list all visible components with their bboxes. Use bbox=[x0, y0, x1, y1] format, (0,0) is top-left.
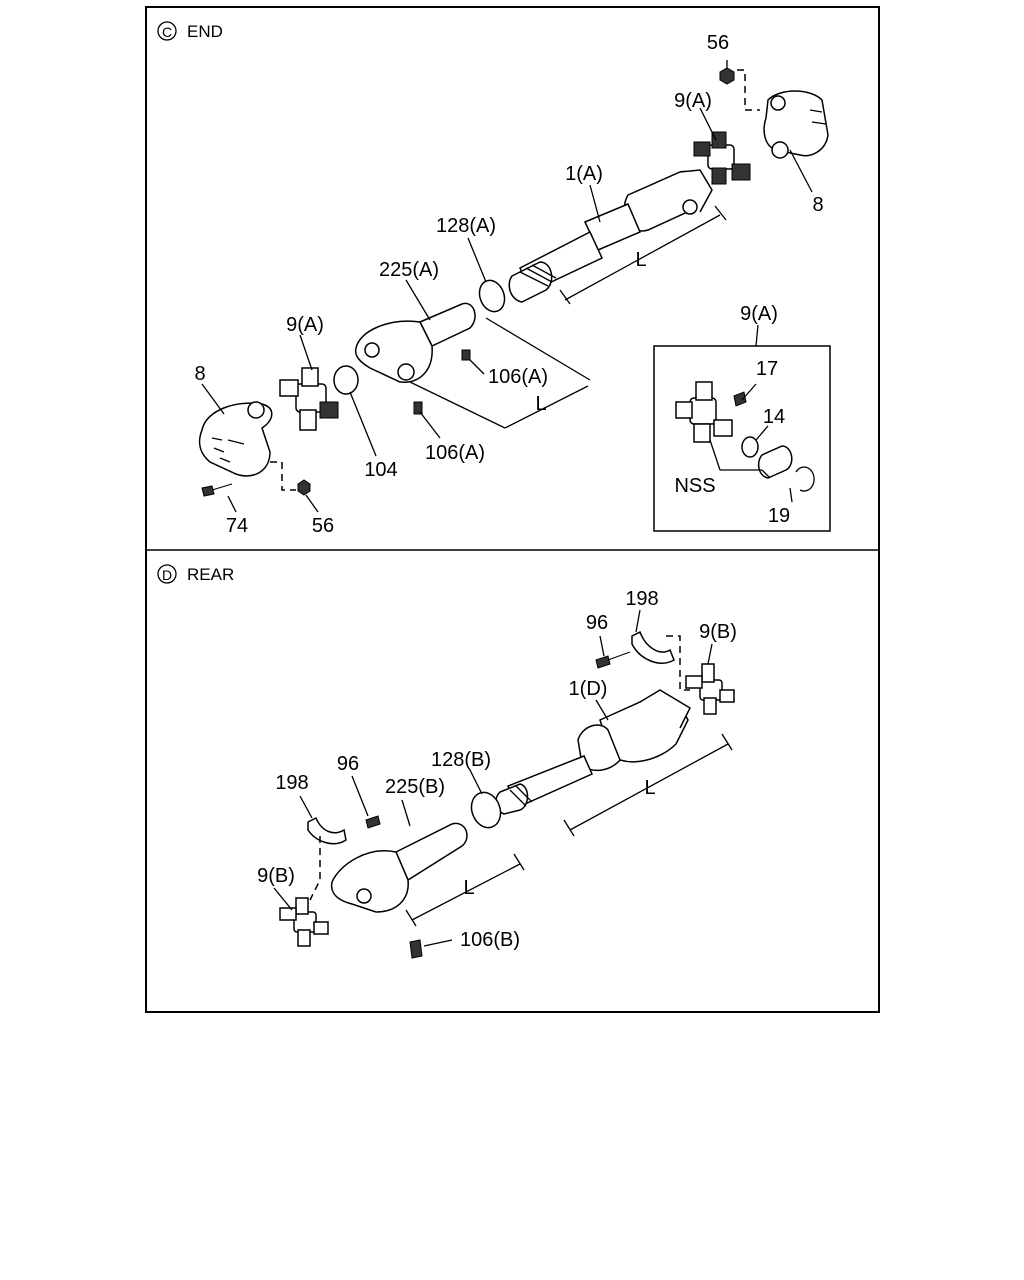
slip-yoke-225b bbox=[330, 822, 468, 913]
label-L-2: L bbox=[535, 393, 546, 415]
ring-128a bbox=[478, 279, 506, 313]
inset-cross bbox=[675, 381, 733, 443]
inset-fitting-17 bbox=[733, 391, 747, 407]
inset-label-9a: 9(A) bbox=[740, 303, 778, 325]
label-106a-2: 106(A) bbox=[425, 442, 485, 464]
slip-yoke-225a bbox=[354, 302, 476, 383]
section-end-marker: C bbox=[162, 24, 172, 40]
section-rear-title: REAR bbox=[187, 565, 234, 584]
inset-snap-ring-19 bbox=[795, 466, 815, 492]
fitting-106a-1 bbox=[461, 349, 471, 361]
inset-box bbox=[653, 345, 831, 532]
nut-56-bottom bbox=[297, 479, 311, 496]
inset-label-19: 19 bbox=[768, 505, 790, 527]
label-9b-top: 9(B) bbox=[699, 621, 737, 643]
label-8-left: 8 bbox=[194, 363, 205, 385]
label-106b: 106(B) bbox=[460, 929, 520, 951]
yoke-top-right bbox=[763, 90, 829, 159]
label-9a-left: 9(A) bbox=[286, 314, 324, 336]
dimension-L-rear-2 bbox=[405, 853, 525, 927]
cross-9b-top bbox=[685, 663, 735, 715]
section-rear-header: D REAR bbox=[157, 564, 234, 584]
inset-seal-14 bbox=[741, 436, 759, 458]
label-128b: 128(B) bbox=[431, 749, 491, 771]
dimension-L-2 bbox=[409, 317, 591, 429]
label-56-top: 56 bbox=[707, 32, 729, 54]
bolt-96-top bbox=[595, 651, 631, 669]
inset-label-14: 14 bbox=[763, 406, 785, 428]
section-rear-marker-circle bbox=[157, 564, 177, 584]
label-128a: 128(A) bbox=[436, 215, 496, 237]
label-L-1: L bbox=[635, 249, 646, 271]
label-198-left: 198 bbox=[275, 772, 308, 794]
bolt-74 bbox=[201, 483, 233, 497]
label-9a-top: 9(A) bbox=[674, 90, 712, 112]
bracket-198-top bbox=[631, 630, 675, 664]
label-1d: 1(D) bbox=[569, 678, 608, 700]
cross-9b-left bbox=[279, 897, 329, 947]
shaft-1a bbox=[508, 169, 713, 303]
rear-section-drawing bbox=[273, 609, 735, 959]
diagram-frame bbox=[145, 6, 880, 1013]
fitting-106b bbox=[409, 939, 423, 959]
section-end-header: C END bbox=[157, 21, 223, 41]
section-rear-marker: D bbox=[162, 567, 172, 583]
yoke-8-left bbox=[198, 401, 273, 477]
label-L-rear-2: L bbox=[463, 877, 474, 899]
bolt-96-mid bbox=[365, 815, 381, 829]
label-74: 74 bbox=[226, 515, 248, 537]
rear-labels: 198 96 9(B) 1(D) L 96 128(B) 198 225(B) … bbox=[257, 588, 737, 951]
end-section-drawing bbox=[198, 60, 831, 532]
inset-label-17: 17 bbox=[756, 358, 778, 380]
label-1a: 1(A) bbox=[565, 163, 603, 185]
inset-label-nss: NSS bbox=[674, 475, 715, 497]
label-225b: 225(B) bbox=[385, 776, 445, 798]
label-56-bottom: 56 bbox=[312, 515, 334, 537]
bracket-198-left bbox=[307, 816, 347, 845]
section-end-title: END bbox=[187, 22, 223, 41]
section-end-marker-circle bbox=[157, 21, 177, 41]
dimension-L-rear-1 bbox=[563, 733, 733, 837]
label-104: 104 bbox=[364, 459, 397, 481]
bushing-104 bbox=[333, 365, 359, 395]
nut-128b bbox=[470, 791, 502, 829]
inset-cup bbox=[757, 445, 793, 479]
label-L-rear-1: L bbox=[644, 777, 655, 799]
nut-56-top bbox=[719, 67, 735, 85]
end-labels: 56 9(A) 8 1(A) 128(A) 225(A) 9(A) 8 106(… bbox=[194, 32, 823, 537]
label-96-mid: 96 bbox=[337, 753, 359, 775]
shaft-1d bbox=[495, 689, 691, 815]
inset-labels: 9(A) 17 14 NSS 19 bbox=[674, 303, 790, 527]
cross-9a-left bbox=[279, 367, 339, 431]
label-96-top: 96 bbox=[586, 612, 608, 634]
label-106a-1: 106(A) bbox=[488, 366, 548, 388]
dimension-L-1 bbox=[559, 205, 727, 305]
label-9b-left: 9(B) bbox=[257, 865, 295, 887]
label-225a: 225(A) bbox=[379, 259, 439, 281]
label-198-top: 198 bbox=[625, 588, 658, 610]
label-8-top: 8 bbox=[812, 194, 823, 216]
cross-9a-top bbox=[693, 131, 751, 185]
